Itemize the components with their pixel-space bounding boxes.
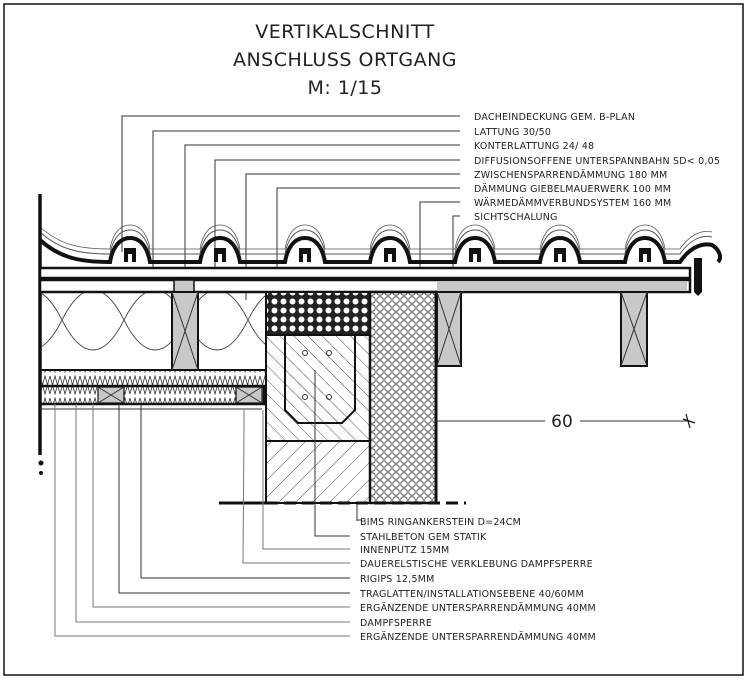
title-line2: ANSCHLUSS ORTGANG: [233, 49, 457, 71]
top-labels: DACHEINDECKUNG GEM. B-PLAN LATTUNG 30/50…: [474, 112, 720, 223]
label-innenputz: INNENPUTZ 15MM: [360, 545, 449, 556]
label-zwischensparrendaemmung: ZWISCHENSPARRENDÄMMUNG 180 MM: [474, 170, 667, 181]
label-traglatten: TRAGLATTEN/INSTALLATIONSEBENE 40/60MM: [359, 589, 584, 600]
battens-layer: [38, 266, 692, 294]
label-sichtschalung: SICHTSCHALUNG: [474, 212, 558, 223]
roof-tiles: [38, 224, 722, 296]
label-untersparren-2: ERGÄNZENDE UNTERSPARRENDÄMMUNG 40MM: [360, 632, 596, 643]
bottom-labels: BIMS RINGANKERSTEIN D=24CM STAHLBETON GE…: [359, 517, 596, 643]
label-wdvs: WÄRMEDÄMMVERBUNDSYSTEM 160 MM: [474, 198, 671, 209]
dimension-value: 60: [551, 412, 573, 432]
label-konterlattung: KONTERLATTUNG 24/ 48: [474, 141, 594, 152]
label-verklebung: DAUERELSTISCHE VERKLEBUNG DAMPFSPERRE: [360, 559, 593, 570]
under-rafter-layers: [38, 369, 267, 410]
label-rigips: RIGIPS 12,5MM: [360, 574, 435, 585]
gable-wall: [265, 290, 438, 505]
label-untersparren-1: ERGÄNZENDE UNTERSPARRENDÄMMUNG 40MM: [360, 603, 596, 614]
label-bims-ringankerstein: BIMS RINGANKERSTEIN D=24CM: [360, 517, 521, 528]
dimension-60: 60: [436, 412, 696, 432]
label-stahlbeton: STAHLBETON GEM STATIK: [360, 532, 487, 543]
title-line1: VERTIKALSCHNITT: [255, 21, 435, 43]
rafter-insulation: [39, 291, 267, 371]
bottom-leader-lines: [54, 370, 362, 637]
title-scale: M: 1/15: [307, 77, 382, 99]
label-unterspannbahn: DIFFUSIONSOFFENE UNTERSPANNBAHN SD< 0,05: [474, 156, 720, 167]
label-dampfsperre: DAMPFSPERRE: [360, 618, 432, 629]
label-daemmung-giebel: DÄMMUNG GIEBELMAUERWERK 100 MM: [474, 184, 671, 195]
drawing-frame: [3, 3, 744, 676]
overhang-rafters: [436, 291, 648, 367]
label-dacheindeckung: DACHEINDECKUNG GEM. B-PLAN: [474, 112, 635, 123]
label-lattung: LATTUNG 30/50: [474, 127, 551, 138]
